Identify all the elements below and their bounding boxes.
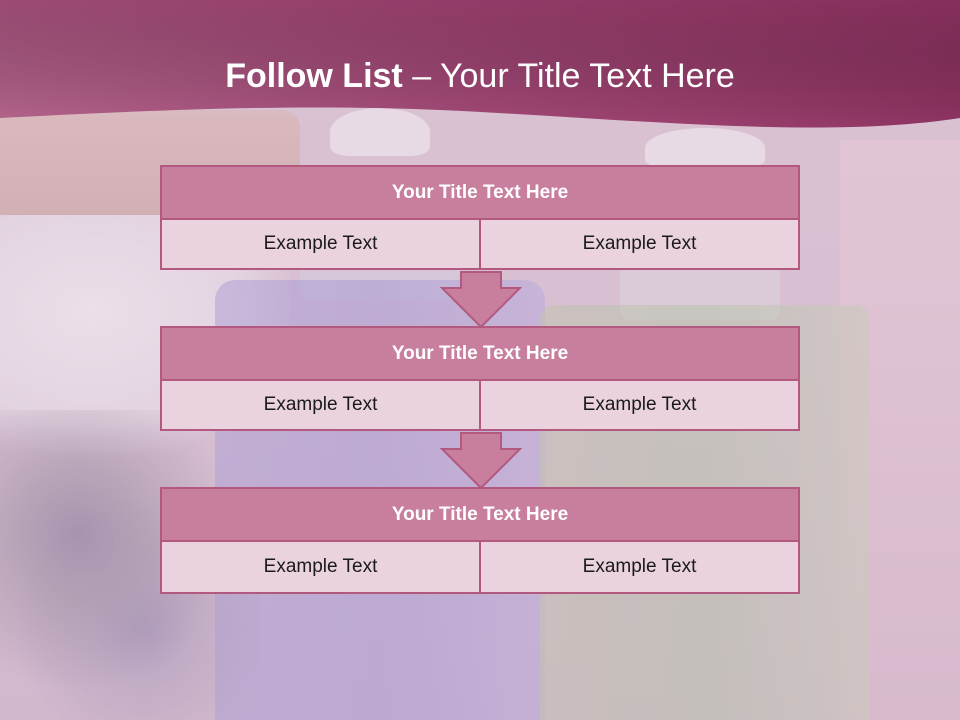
block-title: Your Title Text Here bbox=[160, 487, 800, 542]
slide-title-rest: – Your Title Text Here bbox=[402, 57, 735, 95]
block-cell-left: Example Text bbox=[263, 394, 378, 415]
slide-title: Follow List – Your Title Text Here bbox=[0, 54, 960, 98]
block-title: Your Title Text Here bbox=[160, 165, 800, 220]
list-block-2: Your Title Text Here Example Text Exampl… bbox=[160, 326, 800, 431]
bottle-stopper bbox=[645, 128, 765, 168]
slide-title-bold: Follow List bbox=[225, 57, 403, 95]
block-body-row: Example Text Example Text bbox=[160, 542, 800, 594]
bottle-stopper bbox=[330, 108, 430, 156]
block-cell-right: Example Text bbox=[479, 381, 798, 429]
arrow-down-icon bbox=[440, 271, 522, 329]
block-body-row: Example Text Example Text bbox=[160, 381, 800, 431]
header-band: Follow List – Your Title Text Here bbox=[0, 0, 960, 135]
list-block-1: Your Title Text Here Example Text Exampl… bbox=[160, 165, 800, 270]
block-cell-right: Example Text bbox=[479, 220, 798, 268]
list-block-3: Your Title Text Here Example Text Exampl… bbox=[160, 487, 800, 594]
block-cell-left: Example Text bbox=[263, 233, 378, 254]
block-title: Your Title Text Here bbox=[160, 326, 800, 381]
block-cell-left: Example Text bbox=[263, 556, 378, 577]
block-body-row: Example Text Example Text bbox=[160, 220, 800, 270]
header-wave-shape bbox=[0, 0, 960, 128]
arrow-down-icon bbox=[440, 432, 522, 490]
block-cell-right: Example Text bbox=[479, 542, 798, 592]
